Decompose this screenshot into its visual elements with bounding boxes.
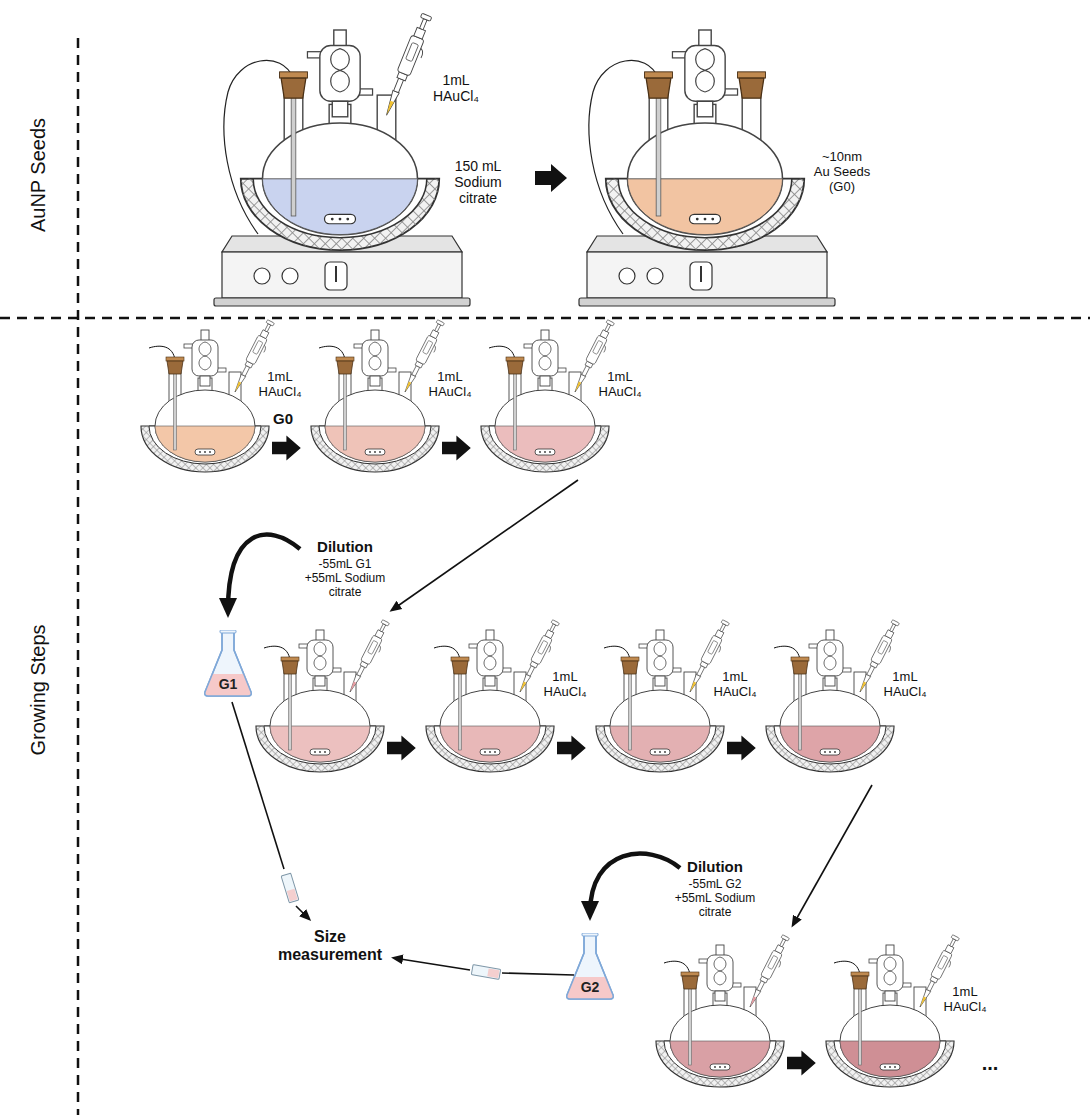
reagent-label: 1mL HAuCl₄ xyxy=(714,670,757,700)
reflux-setup xyxy=(256,630,384,772)
measurement-label: Size measurement xyxy=(278,928,382,965)
growth-row-1 xyxy=(141,319,618,472)
step-arrow xyxy=(387,735,416,760)
pipette xyxy=(746,934,793,1010)
reflux-setup xyxy=(656,945,784,1087)
pipette xyxy=(346,619,393,695)
reflux-setup xyxy=(606,30,804,250)
step-arrow xyxy=(272,435,301,460)
section-dividers xyxy=(0,38,1090,1115)
transfer-arrows xyxy=(228,480,872,975)
seed-label: ~10nm Au Seeds (G0) xyxy=(813,150,871,195)
reagent-label: 1mL HAuCl₄ xyxy=(599,370,642,400)
dilution-title: Dilution xyxy=(687,858,743,875)
reagent-label: 1mL HAuCl₄ xyxy=(544,670,587,700)
reflux-setup xyxy=(826,945,954,1087)
sample-flask: G1 xyxy=(203,630,253,698)
stopper xyxy=(738,72,766,98)
step-arrow xyxy=(727,735,756,760)
pipette xyxy=(380,13,437,120)
growth-row-3 xyxy=(656,934,963,1087)
reflux-setup xyxy=(481,330,609,472)
cuvette xyxy=(471,965,500,980)
reflux-setup xyxy=(311,330,439,472)
reagent-label: 1mL HAuCl₄ xyxy=(944,985,987,1015)
step-arrow xyxy=(557,735,586,760)
continuation-mark: ... xyxy=(982,1052,999,1075)
section-label: Growing Steps xyxy=(27,624,50,755)
reflux-setup xyxy=(596,630,724,772)
dilution-note: -55mL G2 +55mL Sodium citrate xyxy=(671,878,759,919)
sample-flask: G2 xyxy=(565,933,615,1001)
reflux-setup xyxy=(141,330,269,472)
generation-label: G0 xyxy=(273,410,293,427)
seed-synthesis xyxy=(214,13,835,306)
reagent-label: 1mL HAuCl₄ xyxy=(884,670,927,700)
sample-label: G1 xyxy=(203,676,253,692)
cuvette xyxy=(281,873,299,903)
growth-row-2 xyxy=(256,619,903,772)
reflux-setup xyxy=(426,630,554,772)
sample-label: G2 xyxy=(565,979,615,995)
volume-label: 150 mL Sodium citrate xyxy=(448,158,508,206)
reagent-label: 1mL HAuCl₄ xyxy=(429,370,472,400)
reagent-label: 1mL HAuCl₄ xyxy=(433,72,479,104)
reagent-label: 1mL HAuCl₄ xyxy=(259,370,302,400)
step-arrow xyxy=(442,435,471,460)
step-arrow xyxy=(535,164,567,192)
section-label: AuNP Seeds xyxy=(27,118,50,232)
reflux-setup xyxy=(766,630,894,772)
dilution-note: -55mL G1 +55mL Sodium citrate xyxy=(301,558,389,599)
dilution-title: Dilution xyxy=(317,538,373,555)
step-arrow xyxy=(787,1050,816,1075)
